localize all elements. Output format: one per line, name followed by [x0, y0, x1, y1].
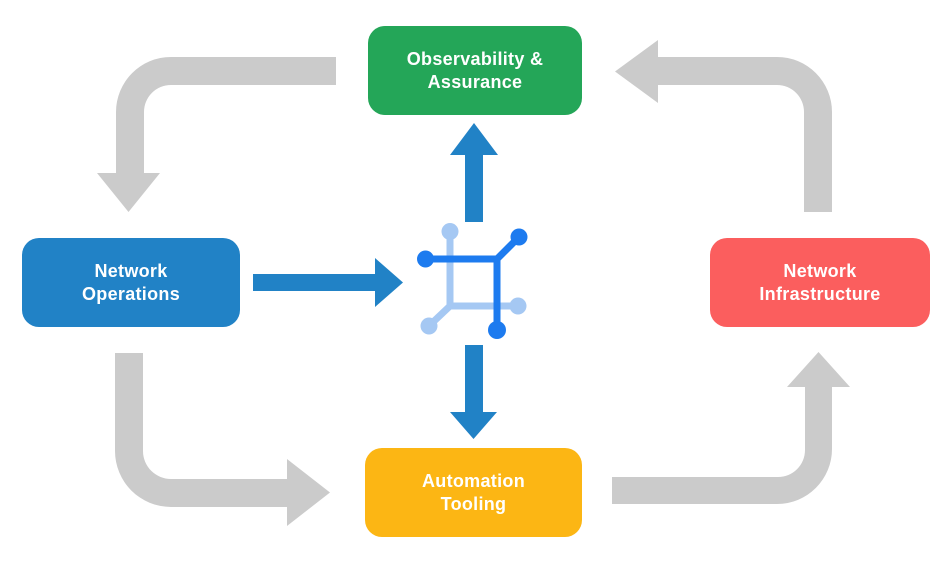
- node-observability-assurance-label: Observability & Assurance: [406, 48, 544, 92]
- arrow-infrastructure-to-observability-icon: [615, 40, 832, 212]
- arrow-center-to-automation-icon: [450, 345, 497, 439]
- network-mesh-icon-light-nodes: [420, 223, 527, 335]
- network-mesh-icon-light-segments: [427, 229, 520, 328]
- node-network-infrastructure: Network Infrastructure: [710, 238, 930, 327]
- network-mesh-icon-dark-nodes: [417, 228, 528, 339]
- node-network-operations: Network Operations: [22, 238, 240, 327]
- node-network-infrastructure-label: Network Infrastructure: [759, 260, 881, 304]
- node-automation-tooling-label: Automation Tooling: [422, 470, 525, 514]
- arrow-automation-to-infrastructure-icon: [612, 352, 850, 504]
- node-automation-tooling: Automation Tooling: [365, 448, 582, 537]
- arrow-operations-to-automation-icon: [115, 353, 330, 526]
- network-mesh-icon: [417, 223, 528, 339]
- arrow-operations-to-center-icon: [253, 258, 403, 307]
- node-observability-assurance: Observability & Assurance: [368, 26, 582, 115]
- node-network-operations-label: Network Operations: [81, 260, 181, 304]
- arrow-observability-to-operations-icon: [97, 57, 336, 212]
- arrow-center-to-observability-icon: [450, 123, 498, 222]
